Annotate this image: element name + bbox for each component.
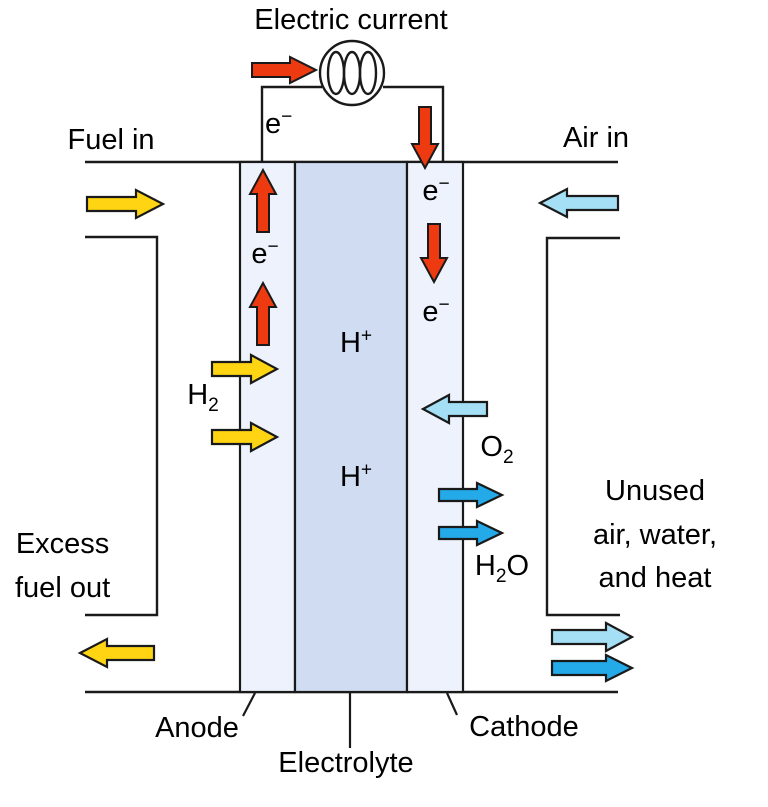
water-post: O xyxy=(506,550,530,582)
oxygen-sub: 2 xyxy=(502,446,514,468)
hydrogen-base: H xyxy=(187,379,209,411)
unused-line-2: air, water, xyxy=(592,518,718,551)
electron-base: e xyxy=(265,108,282,140)
circuit-wire-right xyxy=(383,85,445,161)
proton-label-1: H+ xyxy=(339,325,373,359)
cathode-leader-line xyxy=(445,692,459,716)
proton-base: H xyxy=(339,327,361,359)
circuit-electron-down-arrow-icon xyxy=(410,106,440,171)
h2o-arrow-1-icon xyxy=(437,481,505,509)
electron-label-cathode-2: e− xyxy=(422,294,450,328)
electron-sup: − xyxy=(438,173,450,195)
water-pre: H xyxy=(474,550,496,582)
electrolyte-column xyxy=(293,160,409,694)
air-in-label: Air in xyxy=(562,122,630,154)
electron-base: e xyxy=(251,238,268,270)
electron-label-circuit: e− xyxy=(265,106,293,140)
electron-sup: − xyxy=(438,294,450,316)
circuit-wire-left xyxy=(260,85,322,161)
h2-arrow-2-icon xyxy=(210,421,280,453)
electrolyte-label: Electrolyte xyxy=(278,747,414,779)
proton-sup: + xyxy=(360,459,373,481)
exhaust-air-arrow-icon xyxy=(550,621,635,653)
coil-loop-3-icon xyxy=(358,50,378,96)
hydrogen-sub: 2 xyxy=(208,394,219,416)
o2-arrow-icon xyxy=(420,393,489,425)
proton-sup: + xyxy=(360,325,373,347)
h2o-arrow-2-icon xyxy=(437,519,505,547)
proton-label-2: H+ xyxy=(339,459,373,493)
fuel-channel-bracket xyxy=(85,235,159,617)
hydrogen-label: H2 xyxy=(187,379,219,415)
h2-arrow-1-icon xyxy=(210,353,280,385)
electron-base: e xyxy=(422,296,439,328)
water-label: H2O xyxy=(474,550,530,586)
load-circle xyxy=(318,39,386,107)
proton-base: H xyxy=(339,461,361,493)
excess-fuel-label: Excess fuel out xyxy=(15,523,110,610)
oxygen-base: O xyxy=(480,431,503,463)
electron-label-anode: e− xyxy=(251,236,279,270)
page-title: Electric current xyxy=(254,4,448,36)
cathode-label: Cathode xyxy=(469,711,579,743)
unused-line-1: Unused xyxy=(605,475,705,507)
anode-electron-up-arrow-1-icon xyxy=(248,167,278,233)
water-sub: 2 xyxy=(495,565,507,587)
electron-sup: − xyxy=(281,106,293,128)
excess-fuel-line-1: Excess xyxy=(15,528,110,560)
electron-sup: − xyxy=(267,236,279,258)
air-channel-bracket xyxy=(545,236,620,617)
fuel-in-arrow-icon xyxy=(85,188,166,220)
unused-line-3: and heat xyxy=(598,562,712,594)
air-in-arrow-icon xyxy=(537,187,620,219)
anode-label: Anode xyxy=(155,712,239,744)
anode-electron-up-arrow-2-icon xyxy=(248,280,278,346)
exhaust-water-arrow-icon xyxy=(550,653,635,683)
oxygen-label: O2 xyxy=(480,431,513,467)
electric-current-arrow-icon xyxy=(251,55,319,85)
cathode-electron-down-arrow-icon xyxy=(419,223,449,285)
unused-output-label: Unused air, water, and heat xyxy=(593,470,717,601)
electron-base: e xyxy=(422,175,439,207)
anode-leader-line xyxy=(242,692,256,717)
fuel-in-label: Fuel in xyxy=(67,124,155,156)
electron-label-cathode-1: e− xyxy=(422,173,450,207)
excess-fuel-line-2: fuel out xyxy=(15,571,111,604)
fuel-out-arrow-icon xyxy=(77,637,156,669)
